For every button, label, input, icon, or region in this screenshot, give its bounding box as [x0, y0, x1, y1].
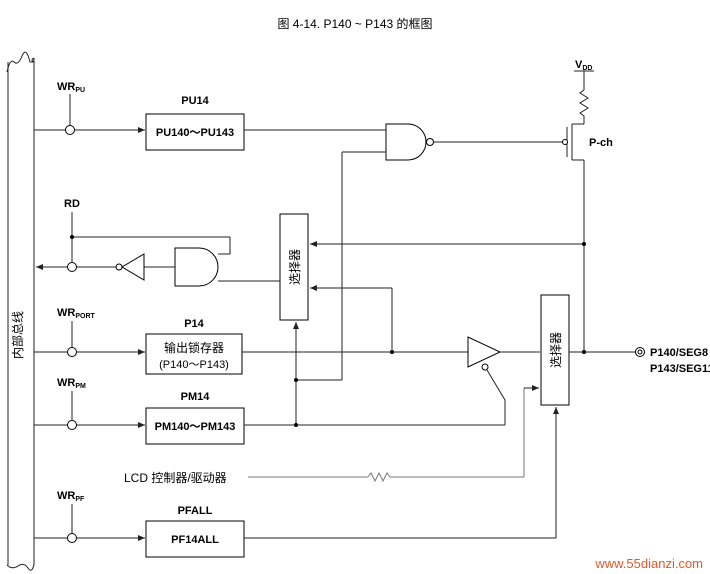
p14-output-latch	[145, 333, 243, 375]
pu14-register	[145, 113, 245, 151]
rd-label: RD	[64, 198, 80, 210]
wrpu-label: WRPU	[57, 81, 85, 94]
and-gate	[174, 247, 219, 287]
pfall-register	[145, 520, 245, 558]
pu14-title: PU14	[181, 95, 209, 107]
pfall-title: PFALL	[178, 505, 213, 517]
lcd-label: LCD 控制器/驱动器	[124, 471, 227, 485]
junction-pin	[582, 350, 586, 354]
wrpf-node	[67, 533, 77, 543]
selector-lower-label: 选择器	[549, 332, 563, 368]
wrport-node	[67, 347, 77, 357]
p14-title: P14	[184, 318, 204, 330]
internal-bus: 内部总线	[6, 51, 35, 571]
pullup-resistor	[579, 89, 589, 124]
wrpm-label: WRPM	[57, 377, 86, 390]
pu14-text: PU140～PU143	[156, 127, 234, 139]
wrpu-node	[65, 125, 75, 135]
selector-lower	[540, 294, 570, 406]
pm14-text: PM140～PM143	[155, 421, 236, 433]
nand-gate	[385, 123, 427, 161]
bus-label: 内部总线	[10, 311, 25, 359]
vdd-label: VDD	[575, 59, 592, 72]
nand-bubble	[426, 138, 434, 146]
pin-label-line1: P140/SEG8 ～	[650, 347, 710, 359]
wrpm-node	[67, 420, 77, 430]
output-buffer-enable	[481, 363, 489, 371]
lcd-resistor	[367, 471, 391, 483]
pmos-gate-bubble	[562, 139, 568, 145]
bus-taps	[69, 94, 73, 533]
selector-upper	[279, 213, 309, 321]
rd-node	[67, 262, 77, 272]
watermark: www.55dianzi.com	[594, 556, 703, 571]
pch-label: P-ch	[589, 137, 613, 149]
read-buffer-bubble	[115, 263, 123, 271]
selector-upper-label: 选择器	[288, 249, 302, 285]
junction-pm-out	[294, 423, 298, 427]
pfall-text: PF14ALL	[171, 534, 219, 546]
junction-pm-up	[294, 378, 298, 382]
pin-terminal-inner	[637, 349, 643, 355]
junction-rd	[70, 235, 74, 239]
wrport-label: WRPORT	[57, 307, 95, 320]
read-buffer	[121, 253, 145, 281]
p14-line2: (P140～P143)	[159, 359, 229, 371]
pm14-title: PM14	[181, 391, 211, 403]
junction-pch-drain	[582, 242, 586, 246]
figure-title: 图 4-14. P140 ~ P143 的框图	[277, 16, 432, 31]
pm14-register	[145, 407, 245, 445]
wrpf-label: WRPF	[57, 490, 85, 503]
output-buffer	[467, 336, 502, 368]
pin-label-line2: P143/SEG11	[650, 363, 710, 375]
p14-line1: 输出锁存器	[164, 340, 224, 355]
